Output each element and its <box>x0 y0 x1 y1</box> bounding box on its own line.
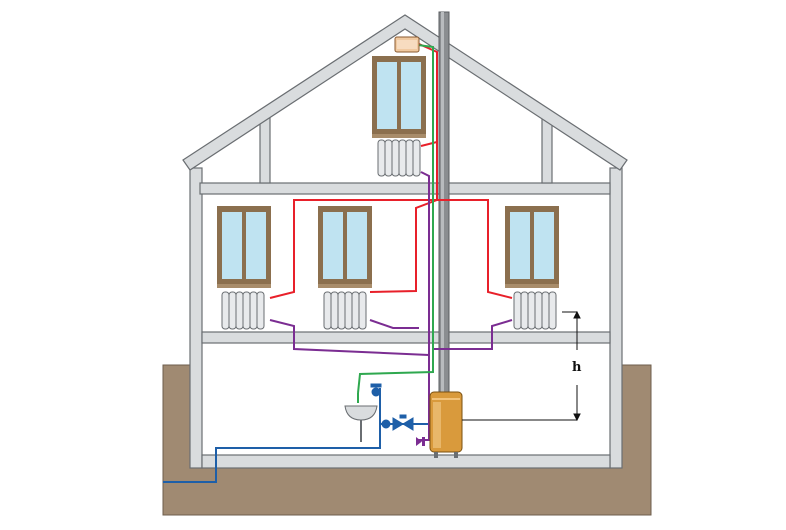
house-structure <box>189 117 623 469</box>
radiator-attic <box>377 139 421 177</box>
height-dimension <box>462 310 581 422</box>
chimney-flue <box>438 11 450 393</box>
expansion-pipe <box>357 44 434 394</box>
window-left <box>217 206 271 288</box>
radiator-center <box>323 291 367 330</box>
inlet-valve <box>381 414 414 431</box>
return-pipes <box>269 171 513 441</box>
tap-valve-top <box>370 383 382 397</box>
radiator-left <box>221 291 265 330</box>
windows <box>217 56 559 288</box>
radiators <box>221 139 557 330</box>
radiator-right <box>513 291 557 330</box>
boiler <box>429 391 463 458</box>
ground <box>162 364 652 516</box>
roof <box>182 14 628 171</box>
sink <box>344 393 378 442</box>
expansion-tank <box>394 36 420 53</box>
window-attic <box>372 56 426 138</box>
valves <box>370 383 414 431</box>
drain-valve <box>416 437 425 446</box>
hot-supply-pipes <box>269 43 513 299</box>
window-center <box>318 206 372 288</box>
height-label: h <box>572 360 582 375</box>
window-right <box>505 206 559 288</box>
